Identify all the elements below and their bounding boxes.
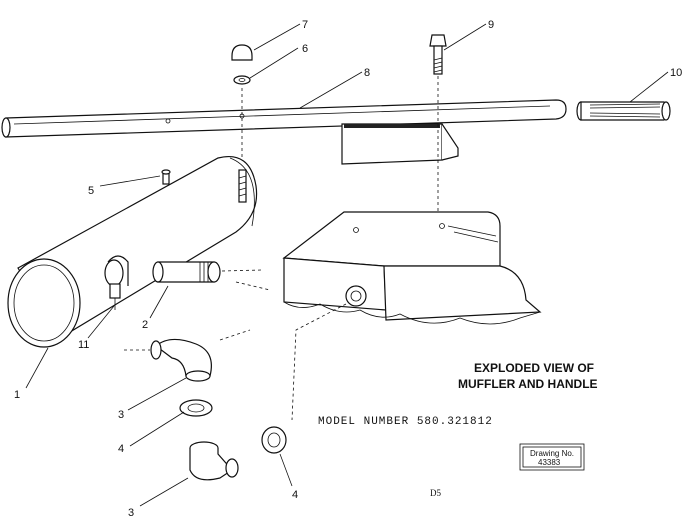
- handle-bar: [1, 99, 567, 138]
- model-number: MODEL NUMBER 580.321812: [318, 416, 493, 428]
- drawing-number-value: 43383: [538, 458, 561, 467]
- callout-1: 1: [14, 389, 20, 401]
- diagram-title-line1: EXPLODED VIEW OF: [474, 361, 594, 375]
- engine-block: [282, 211, 542, 325]
- lock-washer: [233, 75, 251, 85]
- callout-2: 2: [142, 319, 148, 331]
- leader-lines: [25, 23, 669, 507]
- callout-9: 9: [488, 19, 494, 31]
- handle-bracket: [341, 123, 459, 165]
- elbow-lower: [189, 441, 239, 481]
- callout-3-lower: 3: [128, 507, 134, 516]
- gasket-port: [261, 426, 287, 454]
- drawing-number-box: Drawing No. 43383: [519, 443, 585, 471]
- callout-8: 8: [364, 67, 370, 79]
- pipe-nipple: [152, 261, 221, 283]
- callout-3-upper: 3: [118, 409, 124, 421]
- handle-grip: [576, 101, 671, 121]
- callout-labels: 1 2 3 3 4 4 5 6 7 8 9 10 11: [14, 19, 682, 516]
- callout-4-gasket: 4: [292, 489, 298, 501]
- drawing-number-label: Drawing No.: [530, 449, 574, 458]
- page-label: D5: [430, 488, 441, 498]
- pipe-clamp: [107, 255, 129, 310]
- diagram-title-line2: MUFFLER AND HANDLE: [458, 377, 598, 391]
- bolt: [429, 34, 447, 75]
- callout-7: 7: [302, 19, 308, 31]
- gasket-washer: [179, 399, 213, 417]
- callout-6: 6: [302, 43, 308, 55]
- muffler-body: [7, 156, 258, 348]
- elbow-upper: [150, 338, 212, 382]
- cap-nut: [231, 44, 253, 61]
- callout-11: 11: [78, 339, 89, 351]
- callout-5: 5: [88, 185, 94, 197]
- callout-10: 10: [670, 67, 682, 79]
- callout-4-washer: 4: [118, 443, 124, 455]
